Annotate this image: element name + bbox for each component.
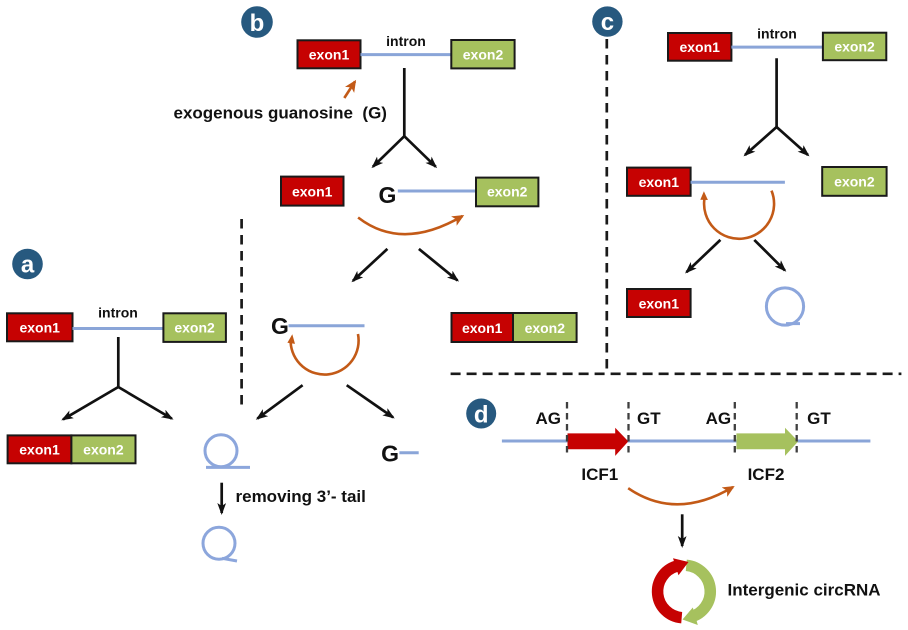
svg-text:d: d <box>474 402 489 429</box>
svg-text:G: G <box>378 182 396 208</box>
svg-text:exon1: exon1 <box>19 442 60 458</box>
svg-text:exon2: exon2 <box>83 442 124 458</box>
svg-text:Intergenic circRNA: Intergenic circRNA <box>728 581 881 600</box>
svg-text:exon1: exon1 <box>309 47 350 63</box>
svg-text:AG: AG <box>535 409 561 428</box>
svg-text:GT: GT <box>637 409 661 428</box>
svg-text:exon1: exon1 <box>19 320 60 336</box>
svg-text:exon1: exon1 <box>679 39 720 55</box>
svg-text:intron: intron <box>757 26 797 42</box>
svg-text:G: G <box>271 313 289 339</box>
svg-text:c: c <box>601 9 614 36</box>
svg-text:exogenous guanosine (G): exogenous guanosine (G) <box>174 104 387 123</box>
svg-text:G: G <box>381 441 399 467</box>
svg-text:ICF2: ICF2 <box>748 465 785 484</box>
svg-text:exon2: exon2 <box>174 320 215 336</box>
svg-text:exon1: exon1 <box>292 184 333 200</box>
svg-text:exon1: exon1 <box>462 320 503 336</box>
svg-text:b: b <box>250 10 265 37</box>
svg-text:removing 3’- tail: removing 3’- tail <box>236 487 366 506</box>
svg-text:intron: intron <box>98 305 138 321</box>
svg-text:exon2: exon2 <box>834 174 875 190</box>
svg-text:exon2: exon2 <box>834 39 875 55</box>
svg-text:AG: AG <box>706 409 732 428</box>
svg-text:ICF1: ICF1 <box>581 465 618 484</box>
svg-text:exon2: exon2 <box>525 320 566 336</box>
svg-text:intron: intron <box>386 33 426 49</box>
svg-text:a: a <box>21 252 35 279</box>
svg-text:exon2: exon2 <box>463 47 504 63</box>
svg-text:exon1: exon1 <box>639 295 680 311</box>
svg-text:exon2: exon2 <box>487 184 528 200</box>
svg-text:GT: GT <box>807 409 831 428</box>
svg-text:exon1: exon1 <box>639 174 680 190</box>
